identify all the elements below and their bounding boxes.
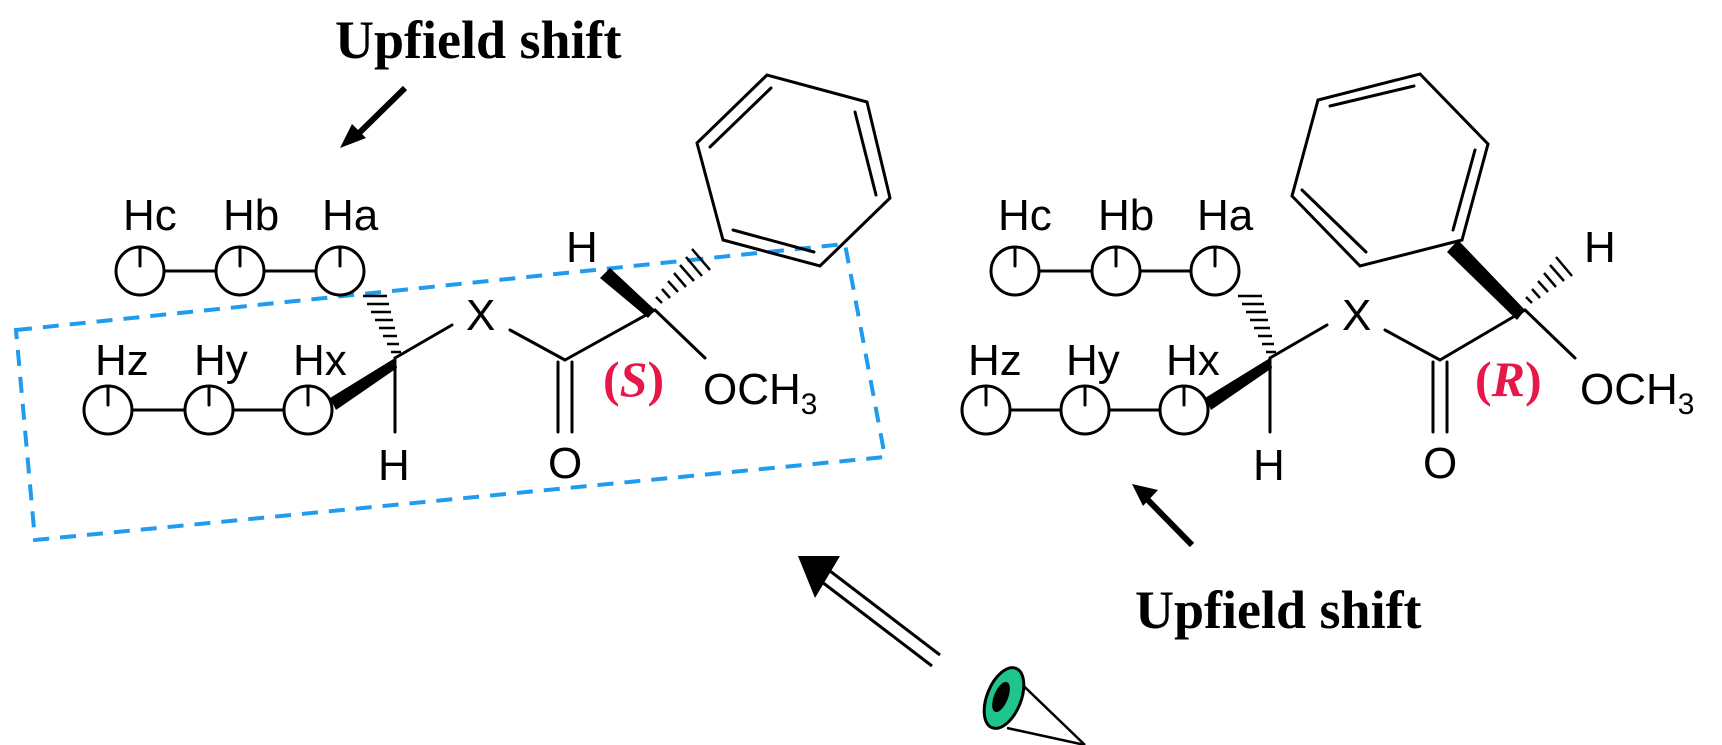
proton-label-hc: Hc <box>123 191 177 240</box>
hydrogen-label: H <box>566 223 598 272</box>
atom-label-x: X <box>1342 291 1371 340</box>
methoxy-label: OCH3 <box>703 365 817 421</box>
chain-circle <box>960 384 1012 436</box>
chain-circle <box>183 384 235 436</box>
wedge-bond <box>330 358 397 410</box>
config-label-s: (S) <box>603 351 664 407</box>
upfield-shift-label-bottom: Upfield shift <box>1135 580 1422 640</box>
chain-circle <box>1059 384 1111 436</box>
oxygen-label: O <box>548 439 582 488</box>
proton-label-hb: Hb <box>1098 191 1154 240</box>
proton-label-hy: Hy <box>1066 336 1120 385</box>
proton-label-ha: Ha <box>1197 191 1254 240</box>
chain-circle <box>989 245 1041 297</box>
proton-label-hz: Hz <box>95 336 149 385</box>
wedge-bond <box>1447 240 1525 320</box>
hashed-bond <box>1238 294 1276 354</box>
upfield-shift-label-top: Upfield shift <box>335 10 622 70</box>
hydrogen-label: H <box>1253 441 1285 490</box>
chain-circle <box>82 384 134 436</box>
proton-label-hz: Hz <box>968 336 1022 385</box>
hashed-bond <box>363 294 401 354</box>
chain-circle <box>114 245 166 297</box>
arrow-top-left-icon <box>340 85 408 148</box>
right-molecule: Hc Hb Ha Hz Hy Hx H <box>960 72 1694 490</box>
proton-label-hx: Hx <box>1166 336 1220 385</box>
chain-circle <box>1158 384 1210 436</box>
left-molecule: Hc Hb Ha Hz Hy Hx H <box>82 73 892 490</box>
hashed-bond <box>655 248 711 304</box>
chain-circle <box>214 245 266 297</box>
hydrogen-label: H <box>378 441 410 490</box>
phenyl-ring <box>1290 72 1490 268</box>
arrow-bottom-right-icon <box>1132 484 1195 548</box>
eye-icon <box>982 666 1086 745</box>
oxygen-label: O <box>1423 439 1457 488</box>
dashed-box <box>13 241 888 543</box>
phenyl-ring <box>695 73 892 268</box>
wedge-bond <box>1205 358 1272 410</box>
chain-circle <box>1189 245 1241 297</box>
proton-label-hy: Hy <box>194 336 248 385</box>
hashed-bond <box>1525 256 1573 304</box>
hydrogen-label: H <box>1584 223 1616 272</box>
proton-label-hx: Hx <box>293 336 347 385</box>
wedge-bond <box>600 268 655 318</box>
methoxy-label: OCH3 <box>1580 365 1694 421</box>
proton-label-hc: Hc <box>998 191 1052 240</box>
chain-circle <box>282 384 334 436</box>
atom-label-x: X <box>466 291 495 340</box>
chain-circle <box>314 245 366 297</box>
chain-circle <box>1090 245 1142 297</box>
proton-label-hb: Hb <box>223 191 279 240</box>
proton-label-ha: Ha <box>322 191 379 240</box>
config-label-r: (R) <box>1475 351 1542 407</box>
viewing-direction-arrow-icon <box>798 556 941 668</box>
